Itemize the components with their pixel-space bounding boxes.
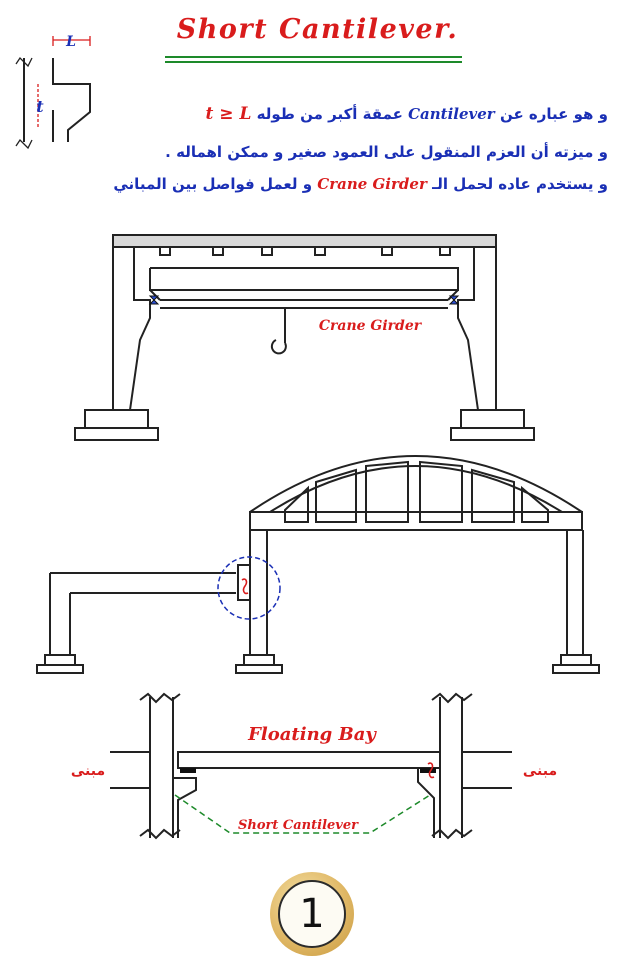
- bay-bearings: [180, 768, 436, 773]
- line1-formula: t ≥ L: [205, 104, 252, 124]
- building-left-label: مبنى: [71, 763, 105, 779]
- text-line-1: و هو عباره عن Cantilever عمقة أكبر من طو…: [206, 104, 608, 124]
- dim-L-label: L: [65, 34, 76, 50]
- line1-arabic-2: عمقة أكبر من طوله: [256, 105, 403, 123]
- text-line-3: و يستخدم عاده لحمل الـ Crane Girder و لع…: [113, 175, 608, 193]
- short-cantilever-label: Short Cantilever: [238, 818, 359, 833]
- crane-bearings: [148, 295, 460, 305]
- page-title: Short Cantilever.: [176, 14, 459, 45]
- crane-girder-label: Crane Girder: [319, 318, 423, 334]
- crane-frame: [74, 234, 535, 441]
- roof-ribs: [159, 246, 451, 256]
- page-number-badge: 1: [270, 872, 354, 956]
- floating-bay: [110, 692, 512, 840]
- line3-arabic-2: و لعمل فواصل بين المباني: [113, 175, 313, 193]
- floating-bay-label: Floating Bay: [247, 724, 377, 745]
- title-rule-bottom: [165, 61, 462, 63]
- line1-english: Cantilever: [408, 105, 495, 123]
- detail-circle: [217, 556, 281, 620]
- dim-t-label: t: [36, 97, 44, 116]
- truss-panels: [284, 460, 549, 523]
- cantilever-detail: [15, 36, 91, 150]
- joint-mark: [241, 578, 249, 595]
- text-line-2: و ميزته أن العزم المنقول على العمود صغير…: [165, 143, 608, 161]
- truss-frame: [36, 455, 600, 674]
- line1-arabic: و هو عباره عن: [499, 105, 608, 123]
- line3-english: Crane Girder: [317, 175, 427, 193]
- page-number: 1: [278, 880, 346, 948]
- line2-arabic: و ميزته أن العزم المنقول على العمود صغير…: [165, 143, 608, 161]
- bay-joint-mark: [427, 762, 435, 779]
- line3-arabic: و يستخدم عاده لحمل الـ: [432, 175, 608, 193]
- building-right-label: مبنى: [523, 763, 557, 779]
- short-cantilever-leader: [174, 794, 431, 834]
- title-rule-top: [165, 56, 462, 58]
